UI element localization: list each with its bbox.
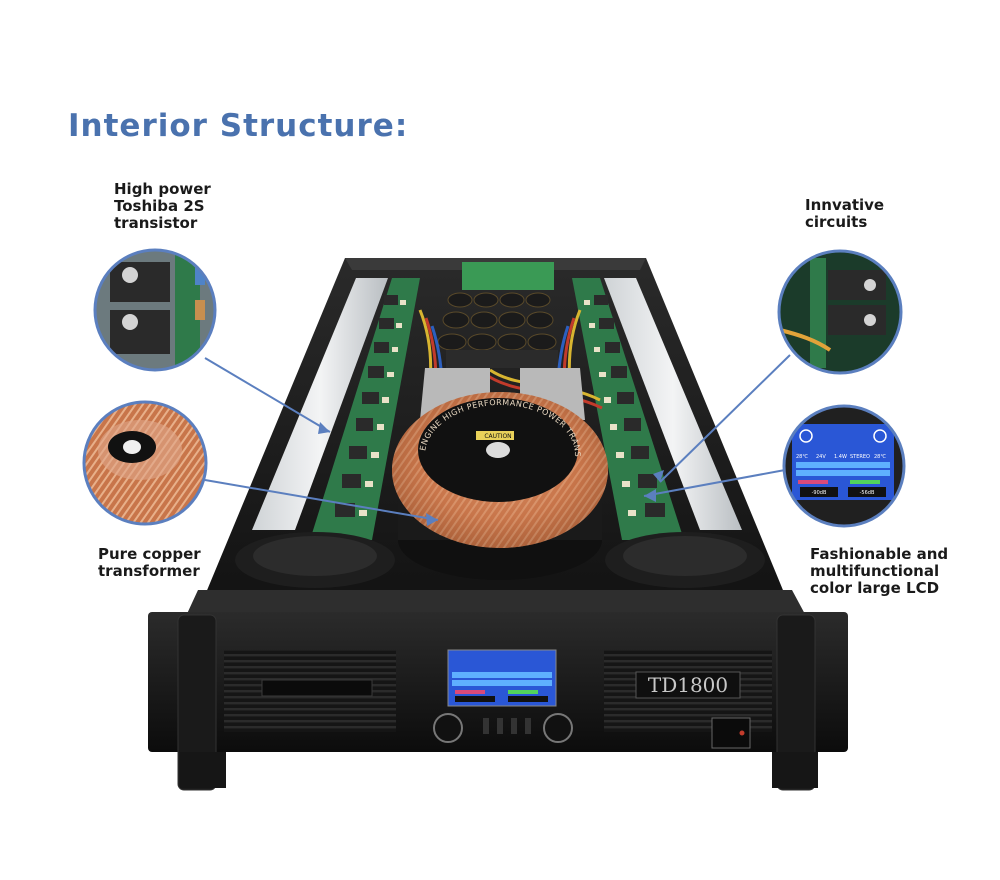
lcd-left-db: -90dB — [812, 490, 827, 496]
callout-copper-zoom — [84, 402, 206, 524]
heatsink-left — [252, 278, 388, 530]
toroidal-transformer — [392, 392, 608, 580]
knob-right — [543, 713, 573, 743]
model-label: TD1800 — [648, 673, 728, 697]
label-lcd: Fashionable and multifunctional color la… — [810, 545, 949, 597]
callout-circuits-zoom — [779, 251, 901, 373]
callout-lines — [204, 354, 791, 521]
rack-handle-left — [177, 614, 217, 791]
label-circuits: Innvative circuits — [805, 196, 885, 231]
knob-left — [433, 713, 463, 743]
capacitor-bank — [437, 292, 558, 368]
lcd-stat-5: 28℃ — [874, 454, 886, 460]
fan-right — [605, 532, 765, 588]
callout-transistor-zoom — [95, 250, 215, 370]
pcb-left — [310, 278, 420, 540]
fan-left — [235, 532, 395, 588]
lcd-stat-1: 28℃ — [796, 454, 808, 460]
rack-handle-right — [776, 614, 816, 791]
lcd-stat-2: 24V — [816, 454, 826, 460]
caution-label: CAUTION — [484, 433, 511, 440]
page-title: Interior Structure: — [68, 108, 409, 144]
lcd-right-db: -56dB — [860, 490, 875, 496]
heatsink-right — [604, 278, 742, 530]
label-transistor: High power Toshiba 2S transistor — [114, 180, 211, 232]
callout-lcd-zoom — [784, 406, 904, 526]
label-copper-transformer: Pure copper transformer — [98, 545, 201, 580]
lcd-stat-3: 1.4W — [834, 454, 847, 460]
front-lcd — [447, 649, 557, 707]
rear-pcb — [462, 262, 554, 290]
lcd-stat-4: STEREO — [850, 454, 870, 460]
